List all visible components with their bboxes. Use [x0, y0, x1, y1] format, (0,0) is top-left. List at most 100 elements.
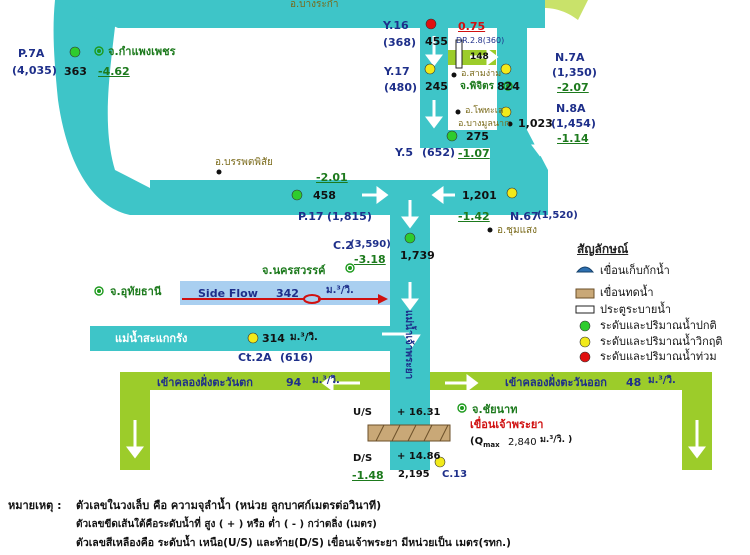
district-chum-saeng: อ.ชุมแสง	[497, 225, 537, 236]
notes-line-1: ตัวเลขในวงเล็บ คือ ความจุลำน้ำ (หน่วย ลู…	[76, 499, 382, 512]
side-flow-band	[180, 281, 390, 305]
y17-capacity: (480)	[384, 81, 418, 94]
y16-code: Y.16	[383, 19, 409, 32]
p17-level: -2.01	[316, 171, 348, 184]
c2-code: C.2	[333, 239, 353, 252]
sluice-gate-icon	[455, 39, 463, 69]
c2-capacity: (3,590)	[350, 239, 391, 250]
y5-flow: 275	[466, 130, 489, 143]
station-dots	[69, 18, 518, 468]
ping-river-shape	[53, 0, 175, 215]
y5-level: -1.07	[458, 147, 490, 160]
dam-ds-level: -1.48	[352, 469, 384, 482]
n67-capacity: (1,520)	[537, 210, 578, 221]
river-chao-phraya: แม่น้ำเจ้าพระยา	[403, 310, 414, 380]
n7a-code: N.7A	[555, 51, 585, 64]
legend-title: สัญลักษณ์	[577, 242, 629, 256]
p7a-province: จ.กำแพงเพชร	[108, 45, 176, 58]
district-banphot-phisai: อ.บรรพตพิสัย	[215, 157, 273, 168]
y17-flow: 245	[425, 80, 448, 93]
notes-heading: หมายเหตุ :	[8, 499, 62, 512]
sakae-krang-shape	[90, 326, 390, 351]
dam-ds-flow: 2,195	[398, 469, 430, 480]
dam-us-label: U/S	[353, 407, 372, 418]
n7a-level: -2.07	[557, 81, 589, 94]
legend-normal: ระดับและปริมาณน้ำปกติ	[600, 319, 717, 332]
province-uthai-thani: จ.อุทัยธานี	[110, 285, 162, 298]
p7a-capacity: (4,035)	[12, 64, 57, 77]
n8a-level: -1.14	[557, 132, 589, 145]
p17-code: P.17	[298, 210, 324, 223]
legend-storage-dam: เขื่อนเก็บกักน้ำ	[600, 264, 670, 277]
qmax-value: 2,840	[508, 437, 537, 448]
n67-code: N.67	[510, 210, 539, 223]
n8a-flow: 1,023	[518, 117, 553, 130]
y5-capacity: (652)	[422, 146, 456, 159]
district-bang-rakam: อ.บางระกำ	[290, 0, 339, 10]
river-sakae-krang: แม่น้ำสะแกกรัง	[115, 332, 188, 345]
y16-flow: 455	[425, 35, 448, 48]
dr-code: DR.2.8(360)	[456, 36, 505, 45]
province-nakhon-sawan: จ.นครสวรรค์	[262, 264, 326, 277]
c2-flow: 1,739	[400, 249, 435, 262]
p7a-code: P.7A	[18, 47, 45, 60]
province-chai-nat: จ.ชัยนาท	[472, 403, 518, 416]
main-band	[150, 180, 548, 215]
district-dots	[216, 72, 513, 233]
y17-code: Y.17	[384, 65, 410, 78]
qmax-label: (Qmax	[470, 436, 500, 449]
dam-ds-label: D/S	[353, 453, 373, 464]
west-canal-unit: ม.³/วิ.	[312, 375, 340, 386]
west-canal-shape	[120, 372, 400, 470]
ct2a-capacity: (616)	[280, 351, 314, 364]
n7a-flow: 824	[497, 80, 520, 93]
side-flow-label: Side Flow	[198, 287, 258, 300]
east-canal-label: เข้าคลองฝั่งตะวันออก	[505, 376, 607, 389]
n67-level: -1.42	[458, 210, 490, 223]
c2-level: -3.18	[354, 253, 386, 266]
p17-capacity: (1,815)	[327, 210, 372, 223]
notes-line-3: ตัวเลขสีเหลืองคือ ระดับน้ำ เหนือ(U/S) แล…	[76, 537, 511, 549]
n8a-code: N.8A	[556, 102, 586, 115]
district-pho-thale: อ.โพทะเล	[465, 106, 504, 116]
dam-us-value: + 16.31	[397, 407, 441, 418]
province-phichit: จ.พิจิตร	[460, 81, 494, 92]
side-flow-gate-icon	[303, 294, 321, 304]
side-flow-arrowhead	[378, 294, 388, 304]
legend-sluice-gate: ประตูระบายน้ำ	[600, 303, 672, 316]
c13-code: C.13	[442, 469, 468, 480]
side-flow-value: 342	[276, 287, 299, 300]
flow-arrows	[126, 36, 706, 459]
legend-critical: ระดับและปริมาณน้ำวิกฤติ	[600, 335, 723, 348]
y5-code: Y.5	[395, 146, 413, 159]
p7a-flow: 363	[64, 65, 87, 78]
n8a-capacity: (1,454)	[551, 117, 596, 130]
qmax-unit: ม.³/วิ. )	[540, 435, 573, 445]
east-canal-unit: ม.³/วิ.	[648, 375, 676, 386]
legend-icons	[575, 266, 595, 363]
legend-flood: ระดับและปริมาณน้ำท่วม	[600, 350, 717, 363]
side-flow-unit: ม.³/วิ.	[326, 285, 354, 296]
district-sam-ngam: อ.สามง่าม	[461, 69, 502, 79]
top-right-shape	[545, 0, 588, 20]
dam-hatching	[375, 424, 449, 442]
province-markers	[94, 46, 513, 413]
legend-diversion-dam: เขื่อนทดน้ำ	[600, 286, 654, 299]
ct2a-unit: ม.³/วิ.	[290, 332, 318, 343]
district-bang-mun-nak: อ.บางมูลนาก	[458, 119, 510, 129]
dam-ds-value: + 14.86	[397, 451, 441, 462]
ct2a-code: Ct.2A	[238, 351, 272, 364]
n7a-capacity: (1,350)	[552, 66, 597, 79]
ct2a-flow: 314	[262, 332, 285, 345]
notes-line-2: ตัวเลขขีดเส้นใต้คือระดับน้ำที่ สูง ( + )…	[76, 519, 377, 530]
n67-flow: 1,201	[462, 189, 497, 202]
west-canal-value: 94	[286, 376, 302, 389]
west-canal-label: เข้าคลองฝั่งตะวันตก	[157, 376, 253, 389]
dr-level: 0.75	[458, 20, 486, 33]
p7a-level: -4.62	[98, 65, 130, 78]
p17-flow: 458	[313, 189, 336, 202]
dam-name: เขื่อนเจ้าพระยา	[470, 418, 544, 431]
dr-flow: 148	[470, 52, 489, 62]
